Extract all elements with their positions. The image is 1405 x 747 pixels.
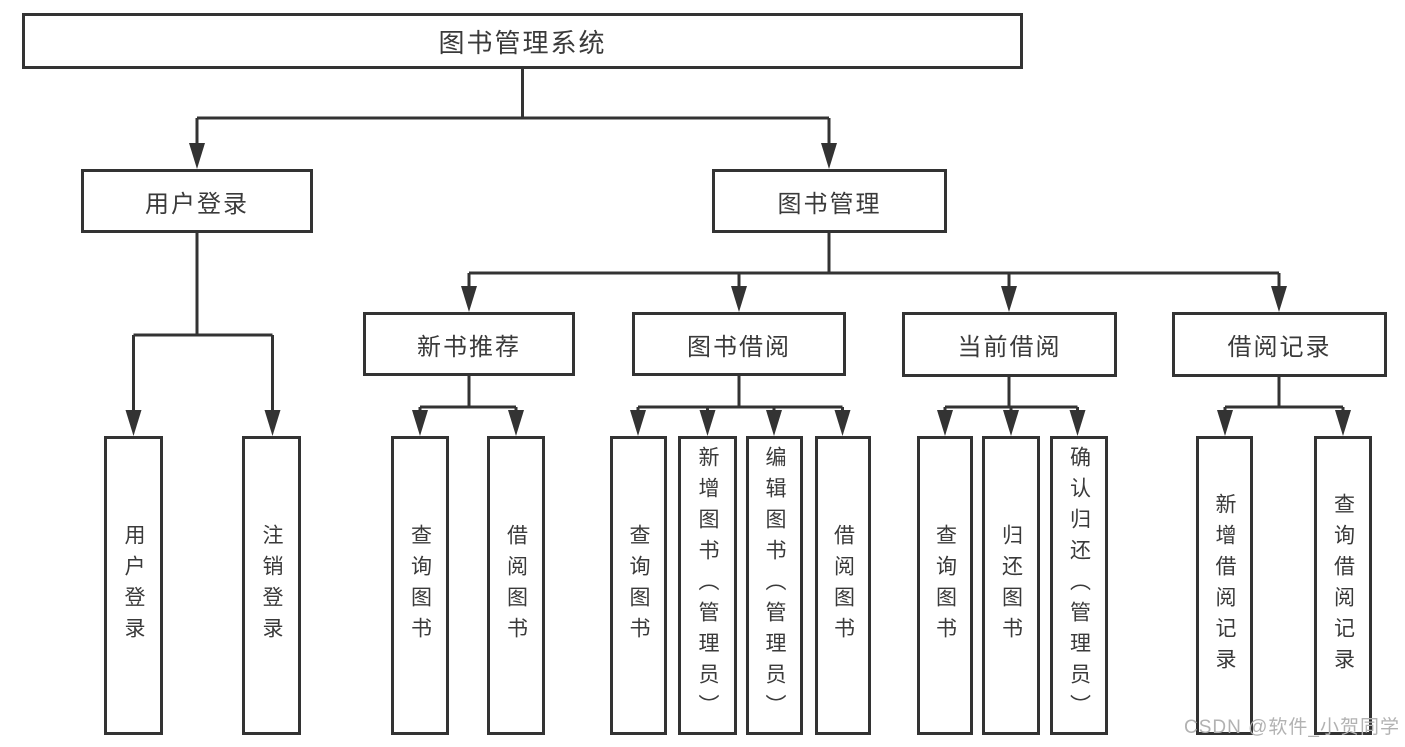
arrow-down-icon (834, 410, 851, 436)
node-new-book-recommend: 新书推荐 (363, 312, 575, 376)
arrow-down-icon (264, 410, 281, 436)
leaf-query-books-borrow: 查询图书 (610, 436, 667, 735)
connector-root-to-level2 (195, 69, 831, 147)
leaf-query-borrow-record: 查询借阅记录 (1314, 436, 1372, 735)
leaf-confirm-return-admin-label: 确认归还（管理员） (1067, 446, 1091, 725)
node-book-management-label: 图书管理 (777, 190, 882, 218)
arrow-down-icon (461, 286, 477, 312)
arrow-down-icon (731, 286, 747, 312)
arrow-down-icon (412, 410, 428, 436)
connector-currentborrow-to-leaves (943, 377, 1079, 414)
leaf-query-books-current: 查询图书 (917, 436, 973, 735)
leaf-query-borrow-record-label: 查询借阅记录 (1331, 492, 1355, 679)
node-root-label: 图书管理系统 (438, 27, 607, 58)
arrow-down-icon (1003, 410, 1019, 436)
leaf-user-login-label: 用户登录 (122, 523, 145, 648)
leaf-edit-book-admin-label: 编辑图书（管理员） (763, 446, 786, 725)
leaf-borrow-books-label: 借阅图书 (831, 523, 855, 648)
connector-newbook-to-leaves (418, 376, 518, 414)
connector-userlogin-to-leaves (132, 233, 274, 414)
node-user-login: 用户登录 (81, 169, 313, 233)
node-user-login-label: 用户登录 (145, 190, 249, 218)
arrow-down-icon (766, 410, 782, 436)
leaf-confirm-return-admin: 确认归还（管理员） (1050, 436, 1108, 735)
arrow-down-icon (1217, 410, 1233, 436)
arrowheads (125, 143, 1351, 436)
leaf-query-books-recommend: 查询图书 (391, 436, 449, 735)
arrow-down-icon (821, 143, 837, 169)
arrow-down-icon (1001, 286, 1017, 312)
leaf-borrow-books: 借阅图书 (815, 436, 871, 735)
node-current-borrow: 当前借阅 (902, 312, 1117, 377)
node-current-borrow-label: 当前借阅 (957, 334, 1062, 361)
leaf-logout-label: 注销登录 (260, 523, 283, 648)
leaf-return-book-label: 归还图书 (999, 523, 1023, 648)
leaf-edit-book-admin: 编辑图书（管理员） (746, 436, 803, 735)
arrow-down-icon (1271, 286, 1287, 312)
leaf-query-books-current-label: 查询图书 (933, 523, 957, 648)
node-book-borrow: 图书借阅 (632, 312, 846, 376)
connector-bookmgmt-to-level3 (467, 233, 1281, 290)
leaf-return-book: 归还图书 (982, 436, 1040, 735)
arrow-down-icon (189, 143, 205, 169)
leaf-add-borrow-record-label: 新增借阅记录 (1213, 492, 1236, 679)
node-borrow-records: 借阅记录 (1172, 312, 1387, 377)
arrow-down-icon (699, 410, 716, 436)
connector-borrowrecords-to-leaves (1223, 377, 1345, 414)
leaf-add-borrow-record: 新增借阅记录 (1196, 436, 1253, 735)
arrow-down-icon (937, 410, 953, 436)
watermark-text: CSDN @软件_小贺同学 (1184, 717, 1400, 738)
node-borrow-records-label: 借阅记录 (1227, 334, 1332, 361)
node-book-borrow-label: 图书借阅 (687, 333, 791, 361)
leaf-add-book-admin-label: 新增图书（管理员） (696, 446, 719, 725)
node-root: 图书管理系统 (22, 13, 1023, 69)
leaf-query-books-recommend-label: 查询图书 (408, 523, 432, 648)
leaf-add-book-admin: 新增图书（管理员） (678, 436, 737, 735)
node-new-book-recommend-label: 新书推荐 (417, 333, 521, 361)
arrow-down-icon (508, 410, 524, 436)
leaf-borrow-books-recommend-label: 借阅图书 (504, 523, 528, 648)
arrow-down-icon (1069, 410, 1086, 436)
node-book-management: 图书管理 (712, 169, 947, 233)
leaf-query-books-borrow-label: 查询图书 (627, 523, 650, 648)
leaf-user-login: 用户登录 (104, 436, 163, 735)
leaf-logout: 注销登录 (242, 436, 301, 735)
arrow-down-icon (630, 410, 646, 436)
arrow-down-icon (1335, 410, 1351, 436)
leaf-borrow-books-recommend: 借阅图书 (487, 436, 545, 735)
arrow-down-icon (125, 410, 142, 436)
connector-bookborrow-to-leaves (636, 376, 844, 414)
